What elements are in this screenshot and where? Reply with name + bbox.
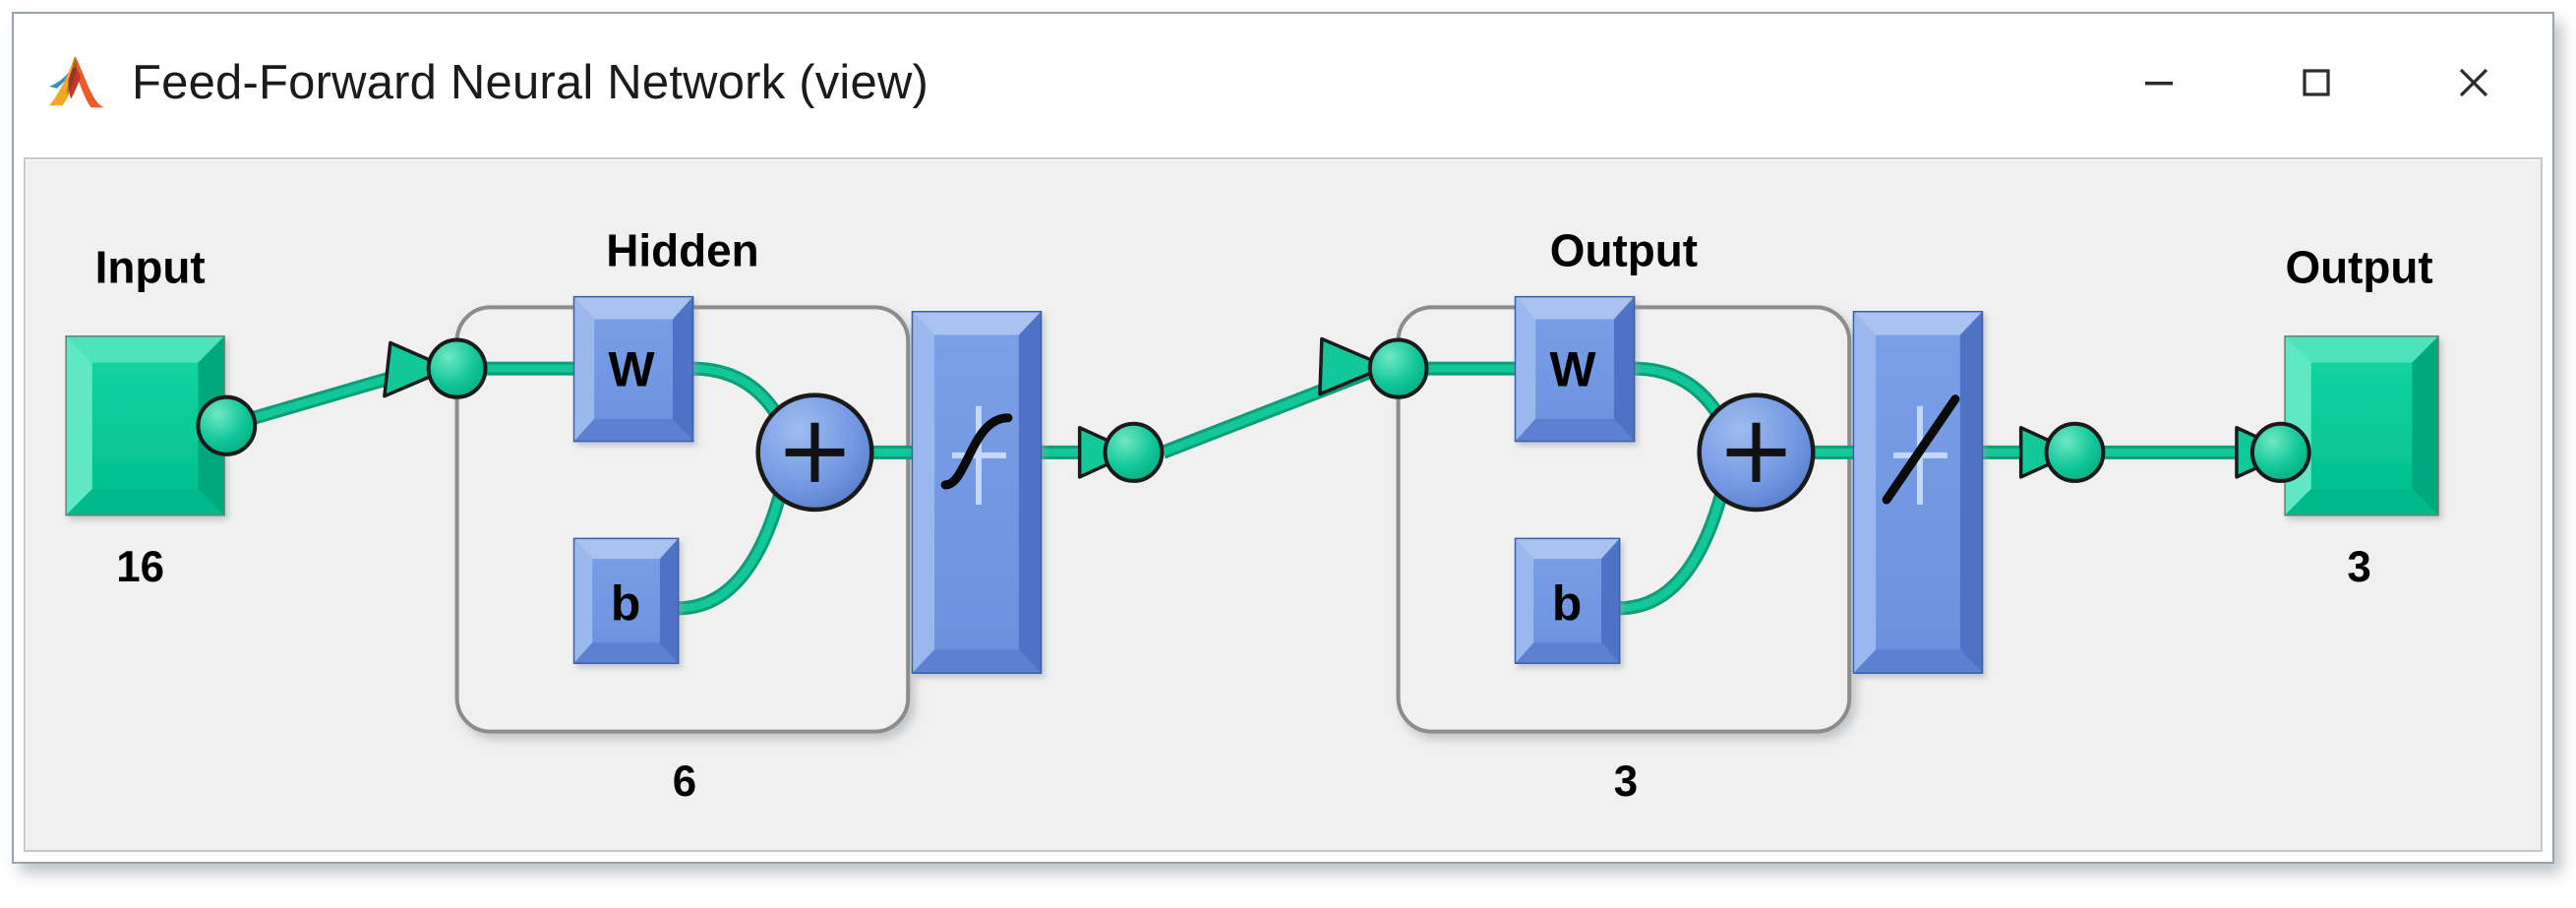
input-size: 16 bbox=[116, 543, 164, 591]
output-bias-label: b bbox=[1552, 575, 1582, 631]
hidden-exit-node bbox=[1103, 421, 1165, 483]
output-layer-label: Output bbox=[1550, 224, 1698, 275]
window-title: Feed-Forward Neural Network (view) bbox=[132, 56, 929, 109]
hidden-weight-label: W bbox=[609, 342, 656, 397]
output-block[interactable]: Output 3 bbox=[2284, 241, 2439, 591]
output-block-size: 3 bbox=[2347, 543, 2370, 591]
hidden-bias-block[interactable]: b bbox=[572, 537, 680, 664]
diagram-canvas: Input 16 Hidden bbox=[24, 157, 2543, 852]
close-icon bbox=[2459, 68, 2488, 97]
linear-icon bbox=[1882, 394, 1960, 505]
connector-output-b-to-sum bbox=[1618, 483, 1731, 616]
maximize-icon bbox=[2303, 69, 2330, 96]
output-sum-block[interactable] bbox=[1697, 393, 1816, 513]
hidden-weight-block[interactable]: W bbox=[572, 295, 694, 443]
hidden-transfer-function-block[interactable] bbox=[911, 310, 1043, 674]
output-block-label: Output bbox=[2285, 241, 2432, 292]
output-block-input-node bbox=[2249, 421, 2311, 483]
output-layer-size: 3 bbox=[1614, 757, 1638, 806]
title-bar: Feed-Forward Neural Network (view) bbox=[14, 14, 2552, 151]
minimize-icon bbox=[2145, 82, 2173, 86]
neural-network-diagram: Input 16 Hidden bbox=[65, 224, 2439, 806]
close-button[interactable] bbox=[2395, 14, 2552, 151]
app-window: Feed-Forward Neural Network (view) bbox=[12, 12, 2554, 864]
input-label: Input bbox=[95, 241, 206, 292]
connector-hidden-b-to-sum bbox=[677, 483, 790, 616]
window-controls bbox=[2080, 14, 2552, 151]
output-entry-node bbox=[1367, 337, 1429, 399]
connector-hidden-to-output bbox=[1160, 336, 1389, 459]
output-transfer-function-block[interactable] bbox=[1852, 310, 1984, 674]
hidden-bias-label: b bbox=[611, 575, 640, 631]
sigmoid-icon bbox=[940, 405, 1013, 505]
hidden-layer-label: Hidden bbox=[606, 224, 758, 275]
matlab-logo-icon bbox=[48, 55, 105, 108]
output-exit-node bbox=[2044, 421, 2106, 483]
output-bias-block[interactable]: b bbox=[1514, 537, 1621, 664]
input-block[interactable]: Input 16 bbox=[65, 241, 225, 591]
hidden-entry-node bbox=[426, 337, 488, 399]
minimize-button[interactable] bbox=[2080, 14, 2238, 151]
connector-input-to-hidden bbox=[224, 340, 451, 433]
output-weight-label: W bbox=[1550, 342, 1597, 397]
output-weight-block[interactable]: W bbox=[1514, 295, 1636, 443]
hidden-sum-block[interactable] bbox=[755, 393, 874, 513]
input-output-node bbox=[196, 394, 258, 456]
hidden-layer-size: 6 bbox=[673, 757, 696, 806]
maximize-button[interactable] bbox=[2238, 14, 2395, 151]
